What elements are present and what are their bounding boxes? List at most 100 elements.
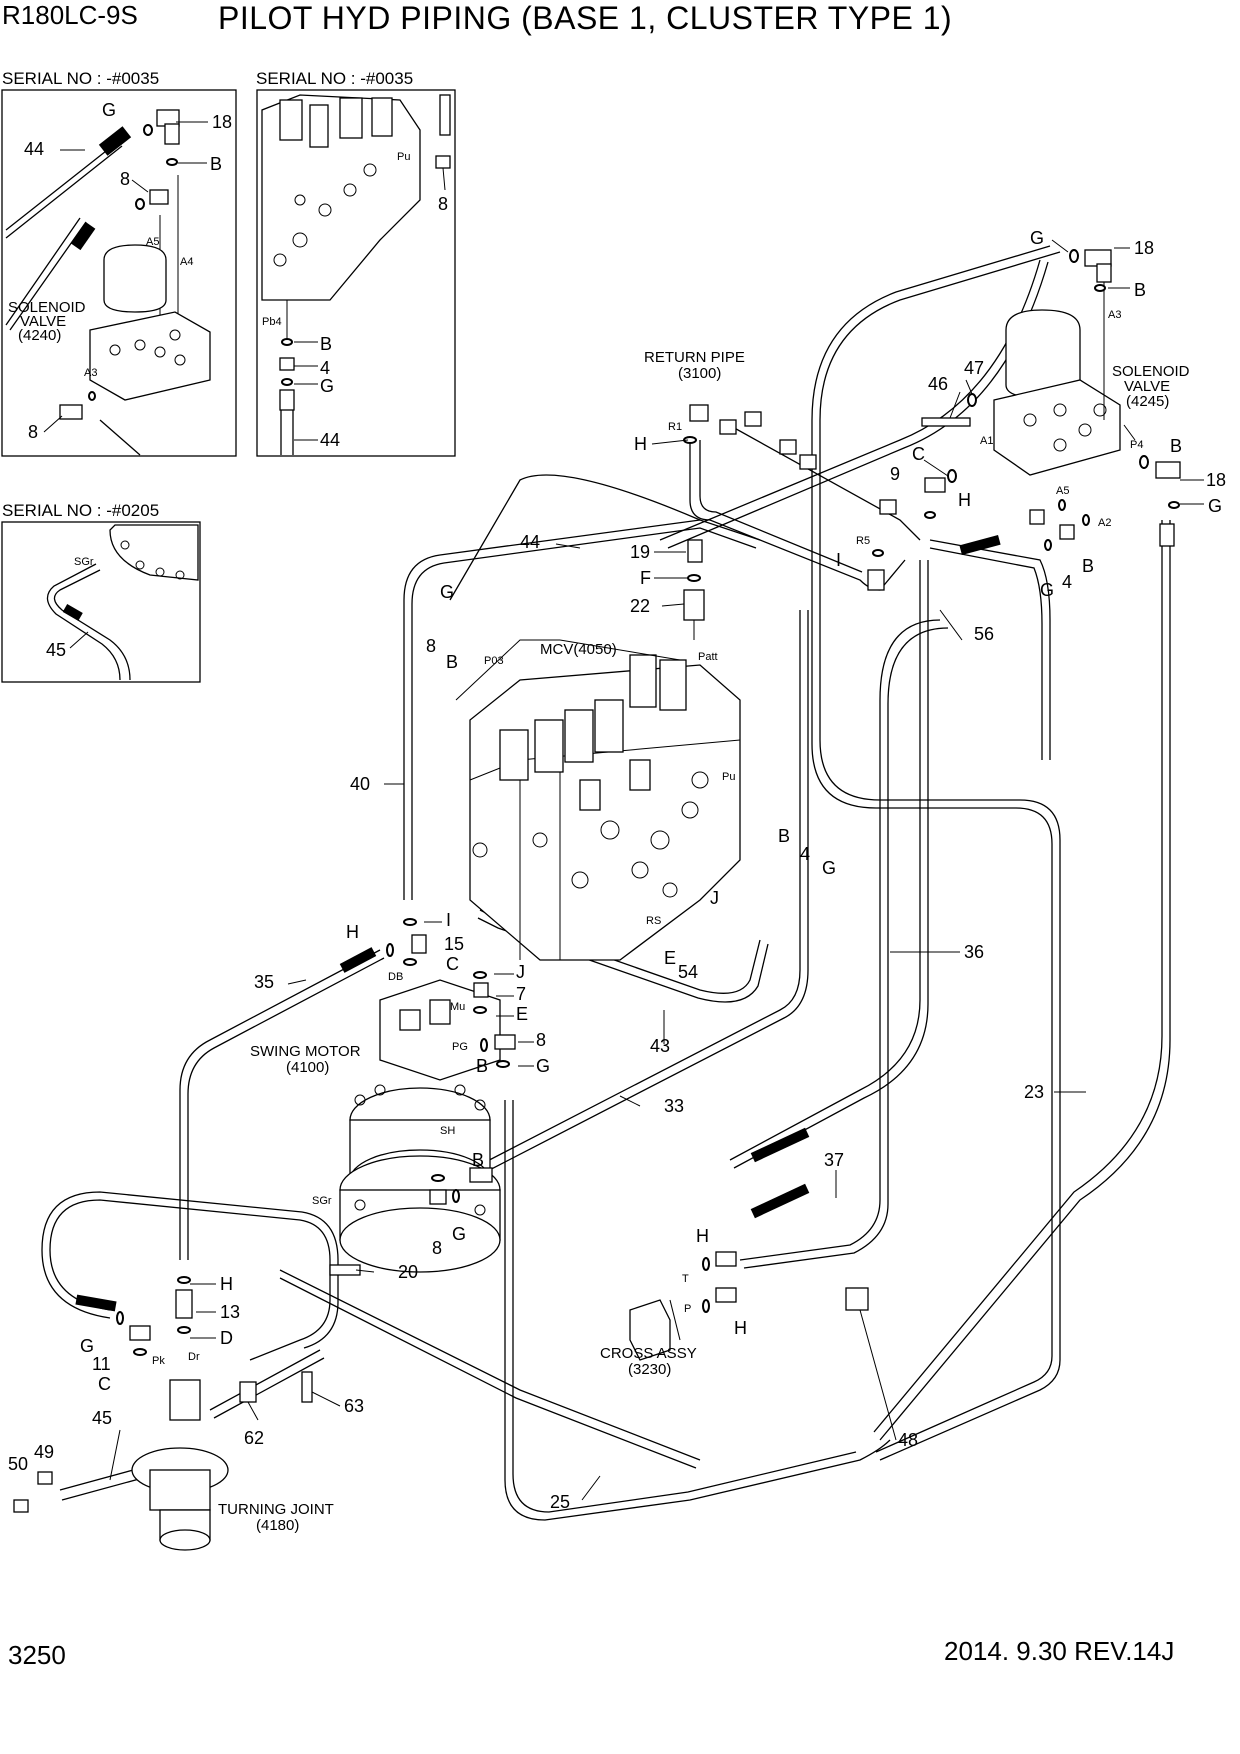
port-a3: A3	[1108, 309, 1121, 321]
callout-ur-9: 9	[890, 464, 900, 484]
port-p: P	[684, 1303, 691, 1315]
return-pipe-code: (3100)	[678, 365, 721, 382]
hose-40	[403, 519, 761, 900]
callout-ur-B3: B	[1082, 556, 1094, 576]
port-p4: P4	[1130, 439, 1143, 451]
port-db: DB	[388, 971, 403, 983]
port-r5: R5	[856, 535, 870, 547]
solenoid-valve-4245	[921, 249, 1181, 551]
callout-mcv-33: 33	[664, 1096, 684, 1116]
elbow-18-right	[1155, 461, 1181, 479]
callout-mcv-E: E	[664, 948, 676, 968]
inset1-caption-line2: VALVE	[20, 313, 66, 330]
swing-motor-code: (4100)	[286, 1059, 329, 1076]
port-t: T	[682, 1273, 689, 1285]
inset1-elbow-8	[149, 189, 169, 205]
solenoid-caption-2: VALVE	[1124, 378, 1170, 395]
callout-mcv-I: I	[446, 910, 451, 930]
callouts-upper-right: G 18 B 47 46 C 9 H B 18 G G 4 B I 56	[836, 228, 1226, 644]
port-a5: A5	[1056, 485, 1069, 497]
callout-ur-B: B	[1134, 280, 1146, 300]
hose-44-upper	[659, 259, 1041, 541]
callout-ur-47: 47	[964, 358, 984, 378]
callout-la-50: 50	[8, 1454, 28, 1474]
elbow-9	[924, 477, 946, 493]
inset3-port-sgr: SGr	[74, 556, 94, 568]
callout-ur-I: I	[836, 550, 841, 570]
inset1-callout-8b: 8	[28, 422, 38, 442]
port-patt: Patt	[698, 651, 718, 663]
turning-joint-4180	[13, 1276, 869, 1551]
inset3-hose-45	[53, 569, 131, 681]
port-mu: Mu	[450, 1001, 465, 1013]
elbow-8-sh	[429, 1189, 447, 1205]
callout-mcv-36: 36	[964, 942, 984, 962]
hose-36	[739, 619, 941, 1261]
inset1-solenoid-block	[89, 311, 211, 401]
plug-49	[37, 1471, 53, 1485]
page-number: 3250	[8, 1640, 66, 1670]
inset2-port-pu: Pu	[397, 151, 410, 163]
callout-la-49: 49	[34, 1442, 54, 1462]
callout-ur-56: 56	[974, 624, 994, 644]
callout-la-H3: H	[220, 1274, 233, 1294]
callout-la-63: 63	[344, 1396, 364, 1416]
return-pipe-caption: RETURN PIPE	[644, 349, 745, 366]
inset1-oring-G	[143, 124, 153, 136]
inset2-callout-44: 44	[320, 430, 340, 450]
callout-ur-G3: G	[1040, 580, 1054, 600]
port-a2: A2	[1098, 517, 1111, 529]
callout-mcv-J: J	[710, 888, 719, 908]
bolt-63	[301, 1371, 313, 1403]
pipe-62	[209, 1349, 325, 1419]
model-number: R180LC-9S	[2, 0, 138, 30]
inset1-port-a3: A3	[84, 367, 97, 379]
port-sgr: SGr	[312, 1195, 332, 1207]
callout-ur-G: G	[1030, 228, 1044, 248]
callout-ur-18b: 18	[1206, 470, 1226, 490]
cross-assy-code: (3230)	[628, 1361, 671, 1378]
inset2-fitting-4	[279, 357, 295, 371]
plug-50	[13, 1499, 29, 1513]
callout-la-H1: H	[696, 1226, 709, 1246]
inset-serial-0035-mcv: SERIAL NO : -#0035 Pu Pb4 8 B	[256, 69, 456, 457]
callout-ra-22: 22	[630, 596, 650, 616]
inset1-frame	[1, 89, 237, 457]
inset2-oring-G	[281, 378, 293, 386]
callout-mcv-7: 7	[516, 984, 526, 1004]
cross-block	[629, 1299, 671, 1361]
callout-mcv-J2: J	[516, 962, 525, 982]
hose-25	[504, 1100, 891, 1521]
hose-44	[449, 474, 701, 601]
callout-la-G2: G	[80, 1336, 94, 1356]
mcv-caption: MCV(4050)	[540, 641, 617, 658]
callout-ra-8: 8	[426, 636, 436, 656]
turning-joint-top	[169, 1379, 201, 1421]
port-pu: Pu	[722, 771, 735, 783]
inset2-callout-G: G	[320, 376, 334, 396]
page-title: PILOT HYD PIPING (BASE 1, CLUSTER TYPE 1…	[218, 0, 953, 36]
callout-ra-19: 19	[630, 542, 650, 562]
return-pipe-3100	[683, 404, 897, 640]
callout-ra-44: 44	[520, 532, 540, 552]
inset3-serial: SERIAL NO : -#0205	[2, 501, 159, 520]
callout-la-H2: H	[734, 1318, 747, 1338]
inset-serial-0205-swing: SERIAL NO : -#0205 SGr 45	[1, 501, 201, 683]
inset1-hose-44	[5, 139, 121, 231]
swing-motor-head	[379, 979, 501, 1081]
tee-19	[687, 539, 703, 563]
inset1-port-a5: A5	[146, 236, 159, 248]
port-r1: R1	[668, 421, 682, 433]
inset3-callout-45: 45	[46, 640, 66, 660]
inset1-callout-B: B	[210, 154, 222, 174]
inset2-hose-44	[280, 410, 294, 455]
callout-mcv-23: 23	[1024, 1082, 1044, 1102]
inset1-lower-elbow-8	[59, 404, 83, 420]
inset2-serial: SERIAL NO : -#0035	[256, 69, 413, 88]
callout-ur-B2: B	[1170, 436, 1182, 456]
port-pk: Pk	[152, 1355, 165, 1367]
callout-la-8: 8	[432, 1238, 442, 1258]
callout-la-D: D	[220, 1328, 233, 1348]
callout-mcv-G2: G	[536, 1056, 550, 1076]
callout-la-48: 48	[898, 1430, 918, 1450]
